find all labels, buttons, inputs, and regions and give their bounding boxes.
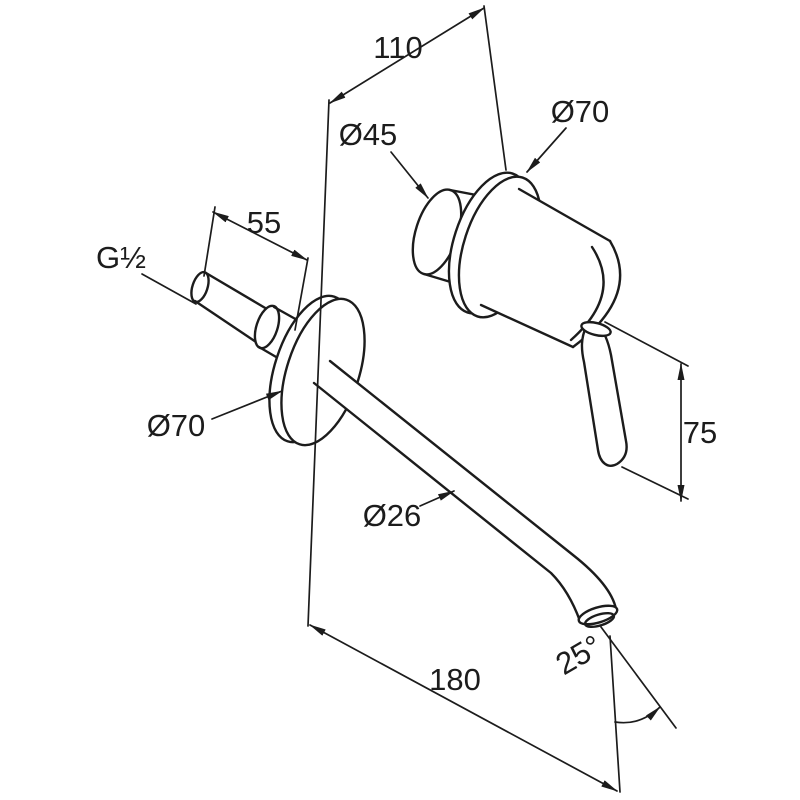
- label-75: 75: [683, 415, 717, 450]
- ext-line-75-bottom: [621, 466, 689, 500]
- spout-assembly: [190, 270, 619, 629]
- dim-line-110: [329, 7, 485, 104]
- ext-line-55-b: [294, 257, 309, 331]
- label-dia26: Ø26: [363, 498, 422, 533]
- label-180: 180: [429, 662, 481, 697]
- label-110: 110: [373, 30, 422, 65]
- angle-arc-25: [614, 706, 661, 724]
- ext-line-75-top: [604, 321, 689, 367]
- outlet-axis-line: [600, 626, 677, 729]
- label-dia70-left: Ø70: [147, 408, 206, 443]
- mixer-handle: [580, 320, 628, 467]
- leader-dia70-left: [211, 390, 283, 420]
- leader-thread: [141, 273, 197, 305]
- label-dia70-top: Ø70: [551, 94, 610, 129]
- leader-dia70-top: [526, 127, 567, 173]
- label-55: 55: [247, 205, 281, 240]
- handle-pivot: [580, 320, 612, 338]
- ext-line-110-right: [483, 5, 507, 171]
- dim-line-180: [309, 624, 618, 792]
- mixer-body-seam: [569, 245, 605, 342]
- ext-line-55-a: [203, 206, 216, 277]
- label-25deg: 25°: [550, 628, 608, 682]
- mixer-assembly: [411, 171, 628, 467]
- leader-dia45: [390, 151, 429, 199]
- label-dia45: Ø45: [339, 117, 398, 152]
- wall-extension-line: [307, 99, 330, 627]
- dim-line-55: [212, 211, 308, 261]
- ext-line-180-right: [609, 635, 621, 793]
- dimension-labels: 110 Ø45 Ø70 55 G½ Ø70 75 Ø26 180 25°: [96, 30, 717, 697]
- dimension-lines: [141, 5, 689, 793]
- label-thread: G½: [96, 240, 146, 275]
- leader-dia26: [419, 490, 455, 507]
- spout-tube: [312, 359, 618, 624]
- mixer-body: [479, 187, 622, 349]
